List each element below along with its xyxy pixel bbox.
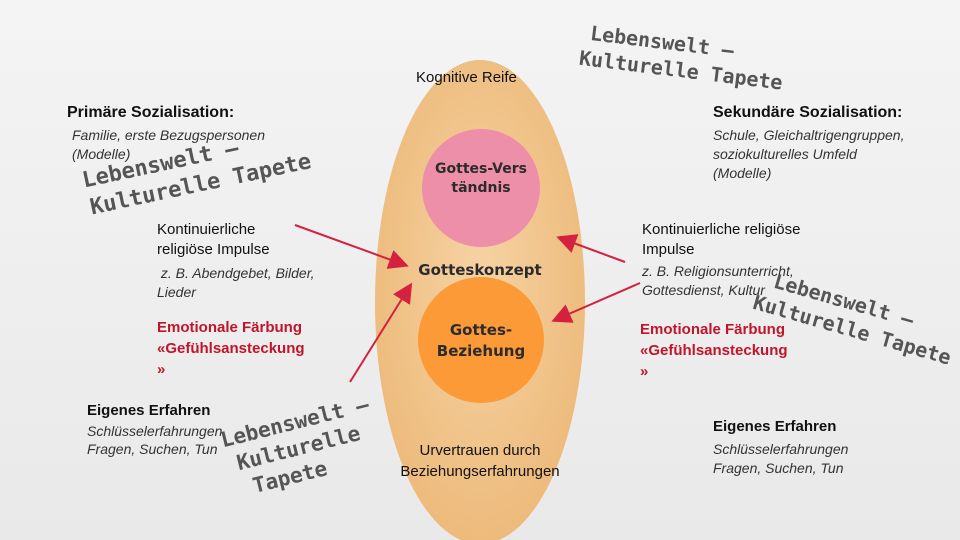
left-emotion-line2: «Gefühlsansteckung [157,340,305,357]
right-own-heading: Eigenes Erfahren [713,418,837,435]
left-emotion-line3: » [157,361,166,378]
right-emotion-line3: » [640,363,649,380]
left-examples-line2: Lieder [157,284,196,300]
left-impulse-line2: religiöse Impulse [157,241,270,258]
urvertrauen-label: Urvertrauen durch Beziehungserfahrungen [400,442,560,480]
right-impulse-line2: Impulse [642,241,695,258]
left-own-heading: Eigenes Erfahren [87,402,211,419]
left-own-line2: Fragen, Suchen, Tun [87,441,218,457]
left-impulse-line1: Kontinuierliche [157,221,256,238]
right-impulse-line1: Kontinuierliche religiöse [642,221,801,238]
arrow-right-upper [556,234,626,263]
arrow-left-upper [294,224,409,269]
sekundaere-sozialisation-heading: Sekundäre Sozialisation: [713,104,903,121]
left-own-line1: Schlüsselerfahrungen [87,423,223,439]
gottesbeziehung-circle [418,277,544,403]
right-emotion-line2: «Gefühlsansteckung [640,342,788,359]
right-sub-line1: Schule, Gleichaltrigengruppen, [713,127,905,143]
left-sub-line1: Familie, erste Bezugspersonen [72,127,265,143]
gotteskonzept-label: Gotteskonzept [418,261,542,279]
gottesbeziehung-label: Gottes-Beziehung [436,321,526,360]
right-own-line1: Schlüsselerfahrungen [713,441,849,457]
right-examples-line1: z. B. Religionsunterricht, [642,263,794,279]
arrow-right-lower [551,282,641,323]
gottesverstaendnis-label: Gottes-Verständnis [435,161,527,196]
kognitive-reife-label: Kognitive Reife [416,69,517,86]
left-sub-line2: (Modelle) [72,146,131,162]
left-emotion-line1: Emotionale Färbung [157,319,303,336]
right-sub-line3: (Modelle) [713,165,772,181]
right-sub-line2: soziokulturelles Umfeld [713,146,857,162]
right-examples-line2: Gottesdienst, Kultur [642,282,765,298]
primaere-sozialisation-heading: Primäre Sozialisation: [67,104,235,121]
right-own-line2: Fragen, Suchen, Tun [713,460,844,476]
right-emotion-line1: Emotionale Färbung [640,321,786,338]
gottesverstaendnis-circle [422,129,540,247]
left-examples-line1: z. B. Abendgebet, Bilder, [157,265,315,281]
arrow-left-lower [349,282,413,383]
